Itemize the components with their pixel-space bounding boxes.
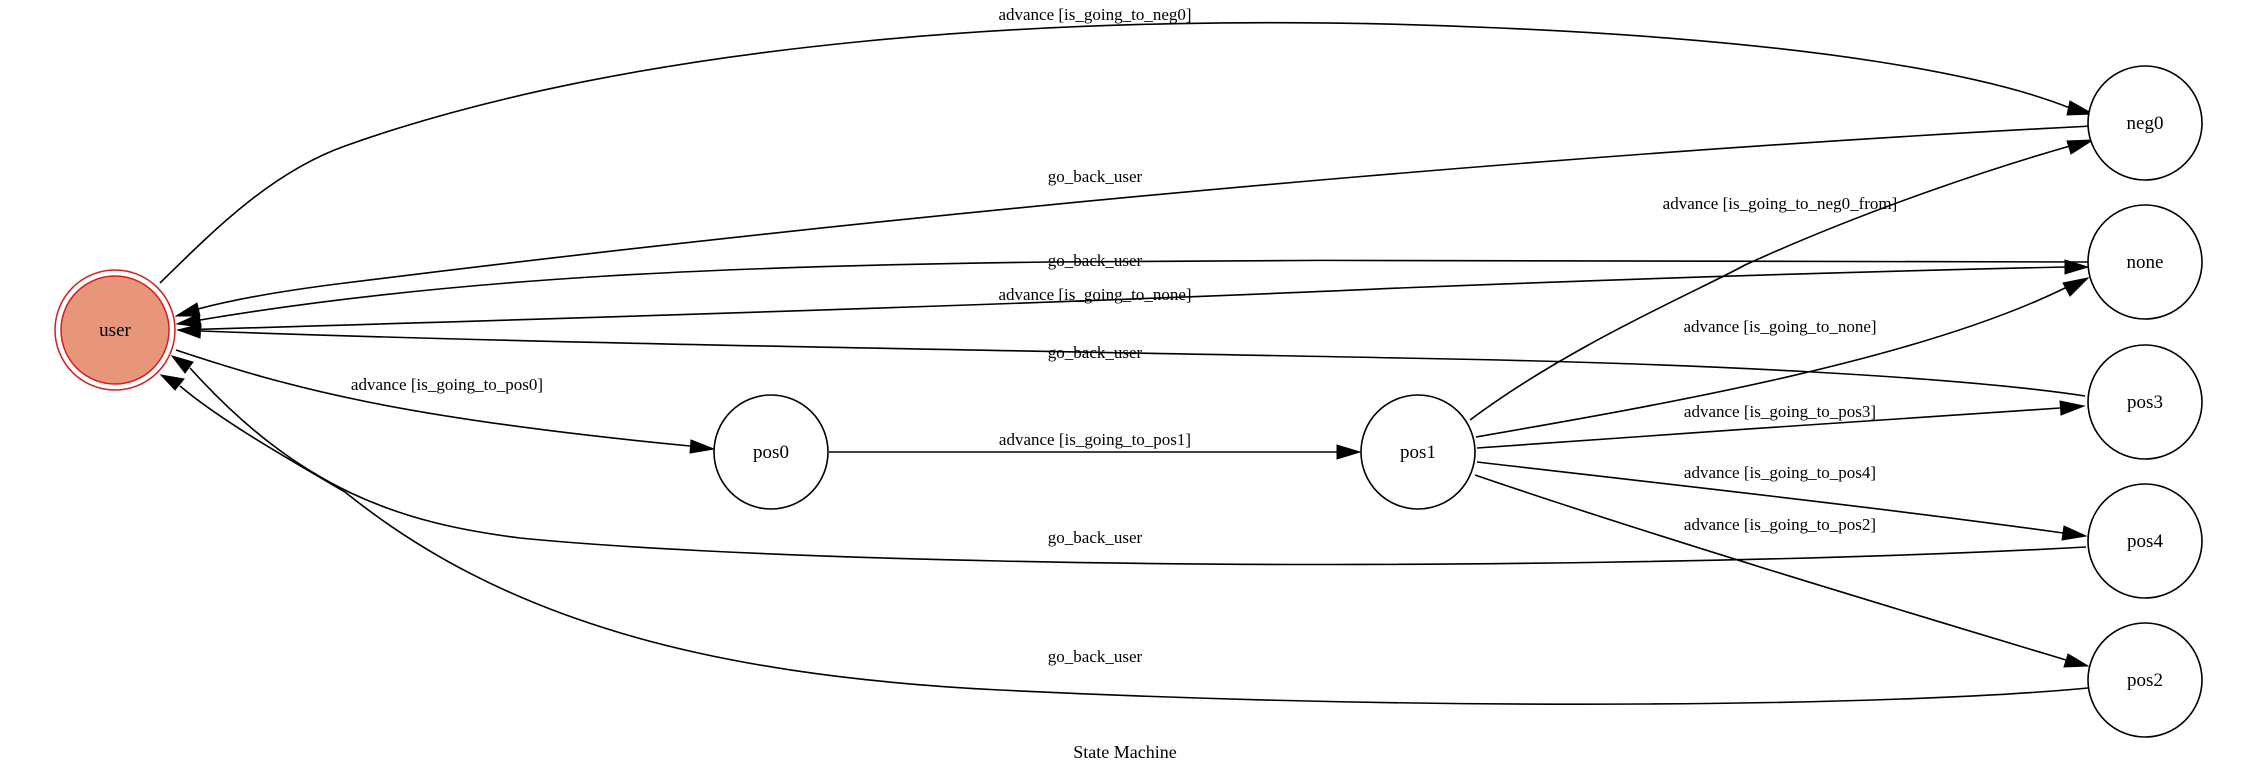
edge-pos1-to-pos3: advance [is_going_to_pos3]: [1476, 400, 2086, 449]
node-pos3[interactable]: pos3: [2087, 344, 2203, 460]
edge-label-pos2-to-user: go_back_user: [1048, 647, 1143, 666]
node-pos0[interactable]: pos0: [713, 394, 829, 510]
edge-label-neg0-to-user: go_back_user: [1048, 167, 1143, 186]
edge-label-pos0-to-pos1: advance [is_going_to_pos1]: [999, 430, 1191, 449]
node-pos4-label: pos4: [2127, 531, 2163, 552]
node-none-label: none: [2127, 252, 2164, 273]
node-user[interactable]: user: [54, 269, 176, 391]
edge-label-pos3-to-user: go_back_user: [1048, 343, 1143, 362]
edge-label-pos1-to-pos4: advance [is_going_to_pos4]: [1684, 463, 1876, 482]
node-pos0-label: pos0: [753, 442, 789, 463]
edge-label-pos1-to-pos2: advance [is_going_to_pos2]: [1684, 515, 1876, 534]
node-pos3-label: pos3: [2127, 392, 2163, 413]
node-pos1[interactable]: pos1: [1360, 394, 1476, 510]
edge-pos1-to-pos4: advance [is_going_to_pos4]: [1476, 461, 2088, 541]
node-none[interactable]: none: [2087, 204, 2203, 320]
edge-pos4-to-user: go_back_user: [170, 355, 2087, 566]
node-user-outer-ring: [54, 269, 176, 391]
node-pos2-label: pos2: [2127, 670, 2163, 691]
edge-label-none-to-user: go_back_user: [1048, 251, 1143, 270]
edge-label-pos1-to-neg0: advance [is_going_to_neg0_from]: [1663, 194, 1898, 213]
node-pos4[interactable]: pos4: [2087, 483, 2203, 599]
node-user-inner-circle: [60, 275, 170, 385]
node-pos1-label: pos1: [1400, 442, 1436, 463]
edge-label-user-to-none: advance [is_going_to_none]: [998, 285, 1191, 304]
edge-pos1-to-none: advance [is_going_to_none]: [1475, 277, 2090, 438]
edge-neg0-to-user: go_back_user: [174, 125, 2093, 317]
node-pos2[interactable]: pos2: [2087, 622, 2203, 738]
edge-label-pos4-to-user: go_back_user: [1048, 528, 1143, 547]
edge-pos3-to-user: go_back_user: [176, 323, 2086, 397]
edge-label-user-to-pos0: advance [is_going_to_pos0]: [351, 375, 543, 394]
edge-pos1-to-pos2: advance [is_going_to_pos2]: [1474, 474, 2090, 668]
diagram-caption: State Machine: [1073, 742, 1176, 762]
edge-label-user-to-neg0: advance [is_going_to_neg0]: [998, 5, 1191, 24]
node-neg0-label: neg0: [2127, 113, 2164, 134]
edge-pos2-to-user: go_back_user: [159, 374, 2089, 705]
node-neg0[interactable]: neg0: [2087, 65, 2203, 181]
edge-label-pos1-to-pos3: advance [is_going_to_pos3]: [1684, 402, 1876, 421]
edge-label-pos1-to-none: advance [is_going_to_none]: [1683, 317, 1876, 336]
edge-user-to-none: advance [is_going_to_none]: [177, 259, 2090, 331]
edge-pos0-to-pos1: advance [is_going_to_pos1]: [829, 430, 1362, 460]
edge-user-to-pos0: advance [is_going_to_pos0]: [175, 349, 716, 454]
edge-pos1-to-neg0: advance [is_going_to_neg0_from]: [1469, 139, 2095, 421]
node-user-label: user: [99, 320, 131, 341]
edge-user-to-neg0: advance [is_going_to_neg0]: [159, 5, 2095, 284]
